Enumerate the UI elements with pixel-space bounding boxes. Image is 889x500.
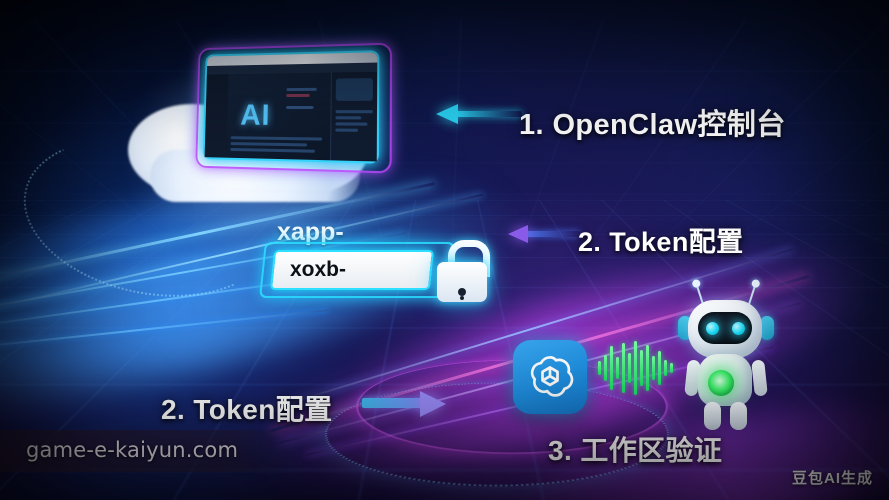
- generator-watermark: 豆包AI生成: [792, 467, 873, 488]
- robot-assistant-icon: [672, 282, 780, 432]
- console-screen-label: AI: [240, 99, 271, 133]
- token-input-value: xoxb-: [274, 258, 346, 282]
- audio-waveform-icon: [598, 340, 676, 396]
- step-3-label: 3. 工作区验证: [548, 429, 722, 469]
- arrow-left-blue: [508, 228, 580, 240]
- step-1-label: 1. OpenClaw控制台: [519, 101, 786, 143]
- padlock-icon: [437, 240, 487, 302]
- site-watermark: game-e-kaiyun.com: [26, 438, 238, 462]
- token-input[interactable]: xoxb-: [270, 250, 434, 290]
- openai-logo-icon: [513, 340, 587, 414]
- arrow-right-violet: [362, 396, 446, 412]
- step-2-label: 2. Token配置: [578, 220, 744, 259]
- step-2b-label: 2. Token配置: [161, 388, 333, 428]
- arrow-left-cyan: [436, 108, 522, 120]
